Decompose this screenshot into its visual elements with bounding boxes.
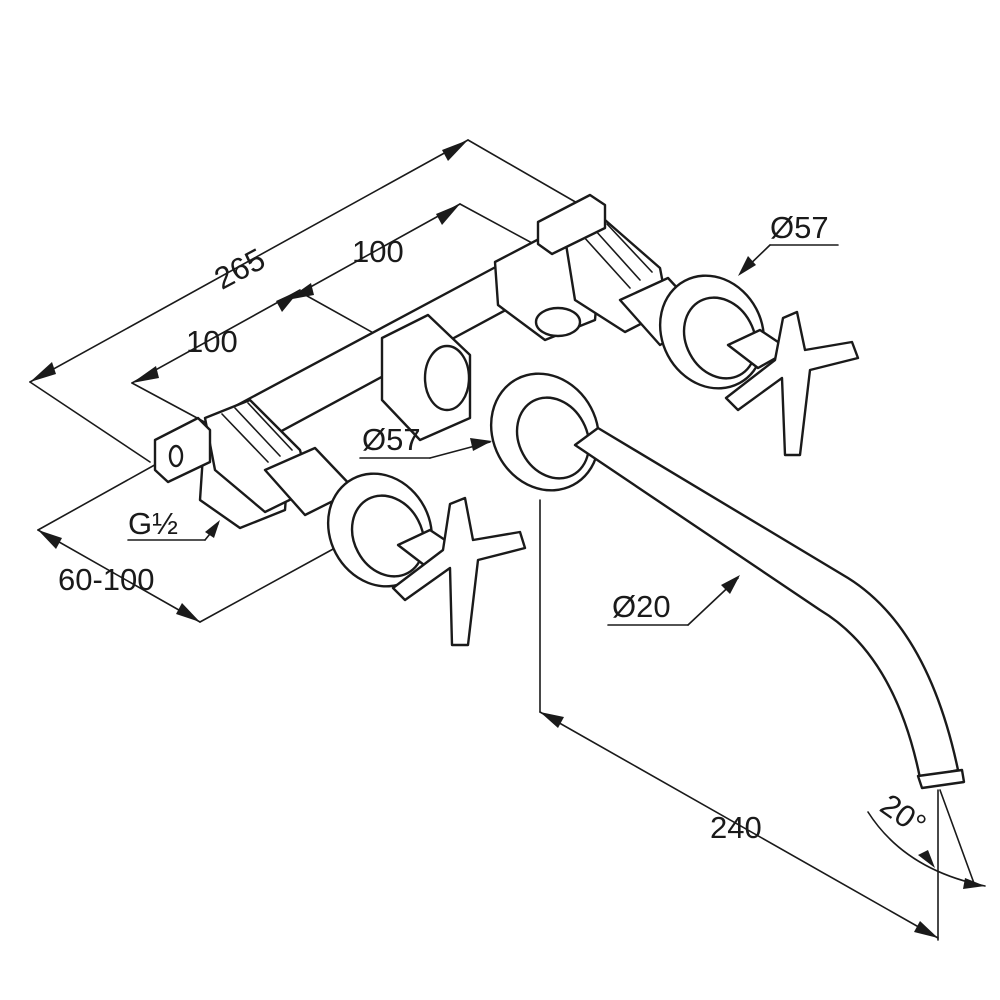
dim-line-240	[539, 711, 939, 939]
arrow-100l-left	[132, 366, 159, 383]
crossbar-pipe	[226, 260, 530, 450]
ext-line-depth-left	[37, 461, 161, 531]
arrow-angle-right	[963, 878, 985, 889]
center-tee-port	[423, 344, 471, 412]
arrow-240-right	[914, 921, 938, 938]
ext-line-depth-right	[199, 547, 336, 623]
right-rosette-inner	[682, 296, 758, 380]
arrow-240-left	[540, 712, 564, 728]
dim-line-265	[29, 139, 469, 383]
label-depth-range: 60-100	[58, 562, 155, 597]
left-rosette-inner	[350, 494, 426, 578]
right-mount-bracket	[536, 193, 607, 256]
arrow-angle-left	[918, 850, 935, 868]
angle-line-20	[939, 789, 976, 887]
label-265: 265	[209, 241, 271, 296]
arrow-265-right	[442, 140, 468, 161]
right-handle	[618, 274, 860, 457]
arrow-dia57-right	[738, 256, 756, 276]
label-dia57-spout: Ø57	[362, 422, 421, 457]
spout-outlet	[916, 768, 966, 790]
label-angle-20: 20°	[874, 787, 932, 843]
spout	[489, 372, 966, 790]
dim-line-100-right	[286, 203, 461, 301]
spout-rosette-inner	[515, 396, 591, 480]
left-handle	[263, 446, 527, 647]
left-valve-threads	[221, 402, 293, 463]
arrow-dia20	[721, 575, 740, 594]
label-dia20: Ø20	[612, 589, 671, 624]
arrow-thread	[205, 520, 220, 538]
left-mount-bracket	[153, 416, 212, 484]
arrow-depth-left	[38, 530, 62, 549]
label-100-right: 100	[352, 234, 404, 269]
left-mount-hole	[168, 444, 184, 468]
label-100-left: 100	[186, 324, 238, 359]
arrow-depth-right	[176, 603, 200, 622]
rough-in-body	[153, 193, 670, 530]
arrow-265-left	[30, 362, 56, 382]
arrow-dia57-spout	[470, 438, 492, 451]
arrow-100l-right	[276, 290, 300, 312]
label-dia57-right: Ø57	[770, 210, 829, 245]
ext-line-265-left	[29, 381, 151, 463]
dim-line-60-100	[37, 529, 201, 623]
dim-line-100-left	[131, 289, 301, 384]
arrow-100r-right	[436, 204, 460, 225]
right-valve-threads	[582, 223, 653, 289]
label-thread: G½	[128, 506, 178, 541]
right-cross-handle	[724, 310, 860, 457]
dimension-lines	[29, 139, 986, 941]
left-cross-handle	[391, 496, 527, 647]
right-elbow-port	[534, 306, 582, 338]
label-240: 240	[710, 810, 762, 845]
